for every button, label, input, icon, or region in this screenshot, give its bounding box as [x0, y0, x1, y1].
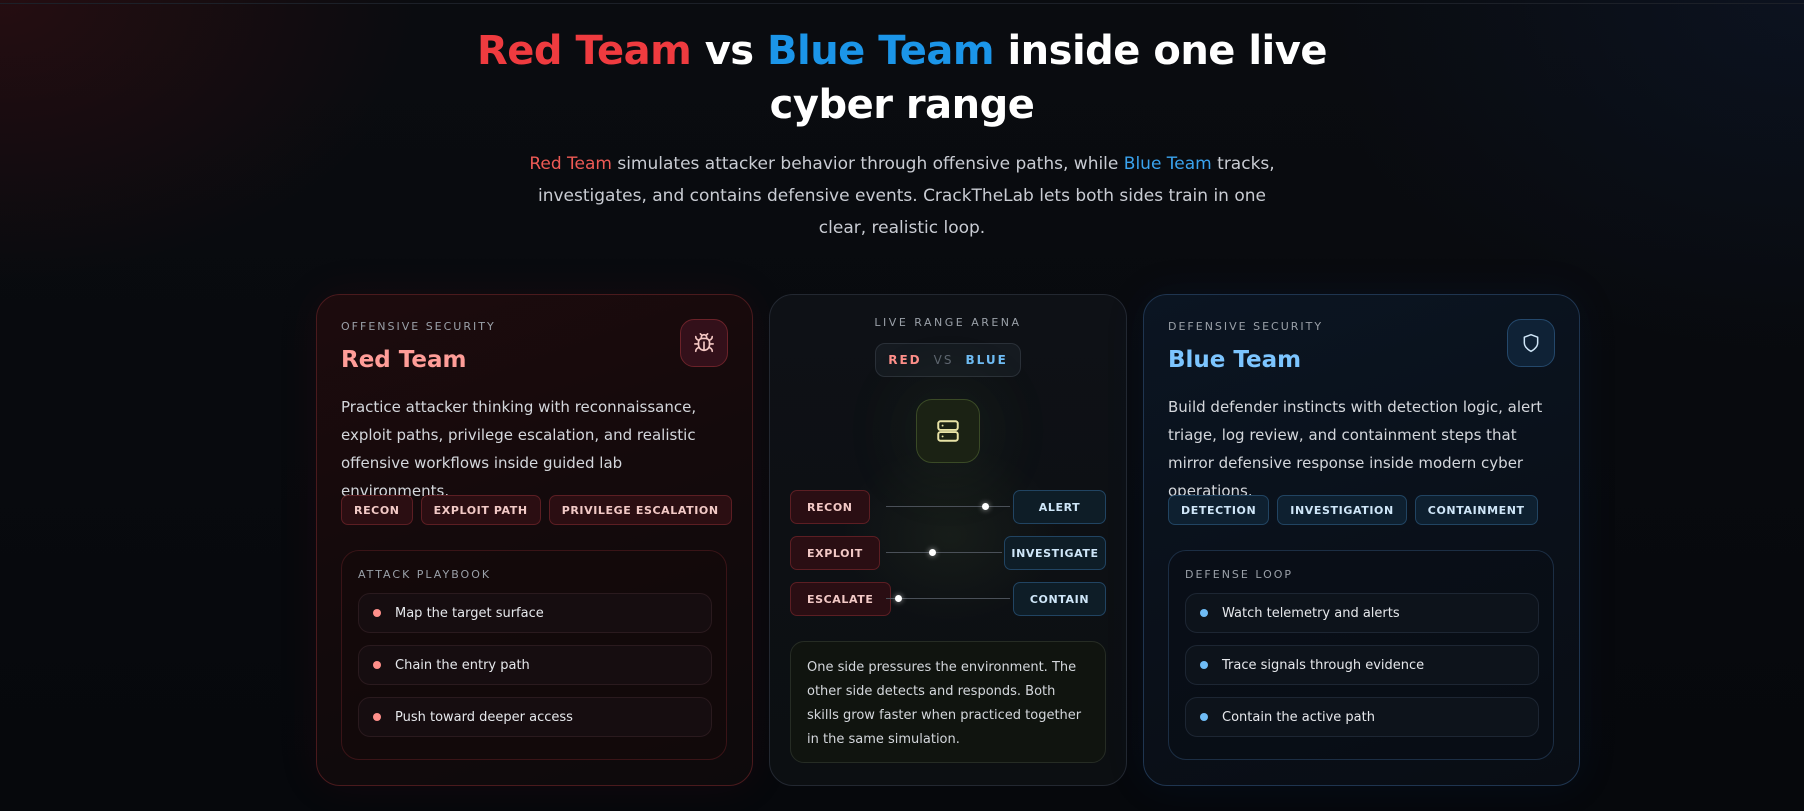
- bullet-icon: [373, 713, 381, 721]
- lane-alert: ALERT: [1013, 490, 1106, 524]
- tag-detection: DETECTION: [1168, 495, 1270, 525]
- subtitle-rest: tracks, investigates, and contains defen…: [538, 154, 1275, 238]
- blue-card-title: Blue Team: [1168, 347, 1302, 373]
- blue-tags: DETECTION INVESTIGATION CONTAINMENT: [1168, 495, 1538, 525]
- hero-section: Red Team vs Blue Team inside one live cy…: [0, 24, 1804, 244]
- list-item-label: Trace signals through evidence: [1222, 657, 1425, 673]
- lane-connector: [886, 598, 1010, 599]
- bug-icon: [680, 319, 728, 367]
- arena-note: One side pressures the environment. The …: [790, 641, 1106, 763]
- bullet-icon: [1200, 713, 1208, 721]
- attack-playbook: ATTACK PLAYBOOK Map the target surface C…: [341, 550, 727, 760]
- lane-connector: [886, 506, 1010, 507]
- bullet-icon: [373, 661, 381, 669]
- red-card-title: Red Team: [341, 347, 467, 373]
- lane-connector: [886, 552, 1002, 553]
- shield-icon: [1507, 319, 1555, 367]
- list-item: Map the target surface: [358, 593, 712, 633]
- tag-containment: CONTAINMENT: [1414, 495, 1538, 525]
- red-description: Practice attacker thinking with reconnai…: [341, 398, 697, 500]
- list-item: Push toward deeper access: [358, 697, 712, 737]
- tag-exploit-path: EXPLOIT PATH: [420, 495, 541, 525]
- lane-marker: [981, 503, 989, 510]
- list-item-label: Push toward deeper access: [395, 709, 573, 725]
- title-vs: vs: [691, 28, 767, 74]
- red-eyebrow: OFFENSIVE SECURITY: [341, 320, 496, 333]
- title-rest: inside one live cyber range: [769, 28, 1328, 128]
- attack-playbook-title: ATTACK PLAYBOOK: [358, 568, 492, 581]
- list-item: Chain the entry path: [358, 645, 712, 685]
- blue-description: Build defender instincts with detection …: [1168, 398, 1543, 500]
- lane-exploit: EXPLOIT: [790, 536, 880, 570]
- defense-loop: DEFENSE LOOP Watch telemetry and alerts …: [1168, 550, 1554, 760]
- tag-privilege-escalation: PRIVILEGE ESCALATION: [548, 495, 732, 525]
- lane-escalate-contain: ESCALATE CONTAIN: [790, 582, 1106, 616]
- list-item: Watch telemetry and alerts: [1185, 593, 1539, 633]
- lane-contain: CONTAIN: [1013, 582, 1106, 616]
- live-range-arena-card: LIVE RANGE ARENA RED VS BLUE RECON ALERT…: [769, 294, 1127, 786]
- red-tags: RECON EXPLOIT PATH PRIVILEGE ESCALATION: [341, 495, 732, 525]
- subtitle-blue-team: Blue Team: [1123, 154, 1212, 174]
- list-item-label: Contain the active path: [1222, 709, 1375, 725]
- arena-title: LIVE RANGE ARENA: [874, 316, 1022, 329]
- bullet-icon: [1200, 661, 1208, 669]
- blue-eyebrow: DEFENSIVE SECURITY: [1168, 320, 1324, 333]
- subtitle-mid: simulates attacker behavior through offe…: [611, 154, 1124, 174]
- tag-recon: RECON: [341, 495, 413, 525]
- defense-loop-title: DEFENSE LOOP: [1185, 568, 1294, 581]
- lane-investigate: INVESTIGATE: [1004, 536, 1106, 570]
- list-item: Trace signals through evidence: [1185, 645, 1539, 685]
- lane-marker: [894, 595, 902, 602]
- bullet-icon: [373, 609, 381, 617]
- red-vs-blue-badge: RED VS BLUE: [875, 343, 1021, 377]
- title-blue-team: Blue Team: [767, 28, 995, 74]
- list-item-label: Map the target surface: [395, 605, 544, 621]
- list-item-label: Chain the entry path: [395, 657, 530, 673]
- page-subtitle: Red Team simulates attacker behavior thr…: [522, 148, 1282, 244]
- subtitle-red-team: Red Team: [529, 154, 612, 174]
- server-icon: [916, 399, 980, 463]
- lane-recon-alert: RECON ALERT: [790, 490, 1106, 524]
- vs-blue-label: BLUE: [965, 353, 1008, 367]
- lane-recon: RECON: [790, 490, 870, 524]
- blue-team-card: DEFENSIVE SECURITY Blue Team Build defen…: [1143, 294, 1580, 786]
- title-red-team: Red Team: [477, 28, 692, 74]
- list-item: Contain the active path: [1185, 697, 1539, 737]
- top-divider: [0, 3, 1804, 4]
- vs-red-label: RED: [888, 353, 922, 367]
- bullet-icon: [1200, 609, 1208, 617]
- vs-label: VS: [933, 353, 954, 367]
- tag-investigation: INVESTIGATION: [1277, 495, 1407, 525]
- lane-marker: [928, 549, 936, 556]
- red-team-card: OFFENSIVE SECURITY Red Team Practice att…: [316, 294, 753, 786]
- lane-escalate: ESCALATE: [790, 582, 891, 616]
- page-title: Red Team vs Blue Team inside one live cy…: [452, 24, 1352, 132]
- list-item-label: Watch telemetry and alerts: [1222, 605, 1400, 621]
- lane-exploit-investigate: EXPLOIT INVESTIGATE: [790, 536, 1106, 570]
